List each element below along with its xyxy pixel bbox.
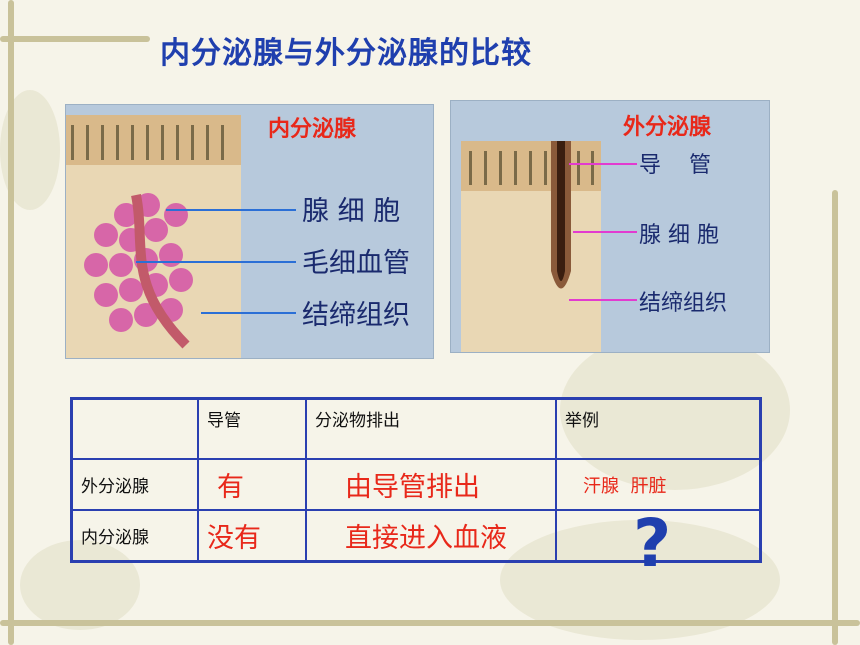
table-header-row: 导管 分泌物排出 举例 xyxy=(70,397,762,460)
pointer-line xyxy=(569,299,637,301)
slide-title: 内分泌腺与外分泌腺的比较 xyxy=(160,36,532,71)
pointer-line xyxy=(569,163,637,165)
gland-name: 内分泌腺 xyxy=(70,509,199,563)
example-cell xyxy=(555,509,762,563)
header-cell xyxy=(70,397,199,460)
label-connective-tissue: 结缔组织 xyxy=(639,291,728,316)
duct-cell: 有 xyxy=(197,458,307,511)
endocrine-title: 内分泌腺 xyxy=(268,117,357,142)
header-cell: 分泌物排出 xyxy=(305,397,557,460)
endocrine-gland-figure: 内分泌腺 腺 细 胞 毛细血管 结缔组织 xyxy=(65,104,434,359)
header-cell: 导管 xyxy=(197,397,307,460)
comparison-table: 导管 分泌物排出 举例 外分泌腺 有 由导管排出 汗腺 肝脏 内分泌腺 没有 直… xyxy=(70,397,762,563)
example-cell: 汗腺 肝脏 xyxy=(555,458,762,511)
secretion-cell: 由导管排出 xyxy=(305,458,557,511)
table-row: 内分泌腺 没有 直接进入血液 xyxy=(70,509,762,563)
gland-name: 外分泌腺 xyxy=(70,458,199,511)
label-gland-cell: 腺 细 胞 xyxy=(639,223,719,248)
label-duct: 导 管 xyxy=(639,153,711,178)
label-connective-tissue: 结缔组织 xyxy=(302,300,410,331)
pointer-line xyxy=(201,312,296,314)
exocrine-title: 外分泌腺 xyxy=(623,115,712,140)
question-mark: ? xyxy=(633,505,672,582)
table-row: 外分泌腺 有 由导管排出 汗腺 肝脏 xyxy=(70,458,762,511)
pointer-line xyxy=(166,209,296,211)
exocrine-illustration xyxy=(461,141,601,352)
exocrine-gland-figure: 外分泌腺 导 管 腺 细 胞 结缔组织 xyxy=(450,100,770,353)
pointer-line xyxy=(136,261,296,263)
label-capillary: 毛细血管 xyxy=(302,248,410,279)
label-gland-cell: 腺 细 胞 xyxy=(302,196,401,227)
duct-cell: 没有 xyxy=(197,509,307,563)
header-cell: 举例 xyxy=(555,397,762,460)
secretion-cell: 直接进入血液 xyxy=(305,509,557,563)
pointer-line xyxy=(573,231,637,233)
